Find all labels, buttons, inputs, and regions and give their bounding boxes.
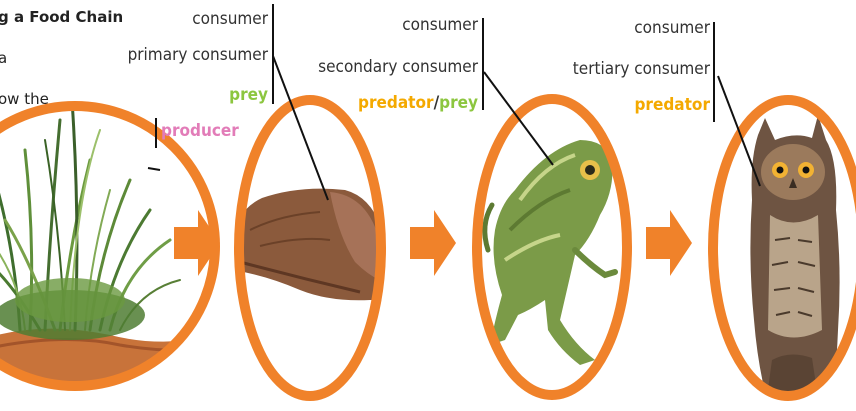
- slug-pointer: [273, 56, 328, 200]
- frog-role: predator/prey: [358, 93, 478, 113]
- arrow-2: [410, 210, 456, 276]
- producer-bar: [155, 118, 157, 148]
- arrow-3: [646, 210, 692, 276]
- slug-role: prey: [229, 85, 268, 105]
- owl-bar: [713, 22, 715, 122]
- producer-role: producer: [161, 121, 239, 141]
- owl-role: predator: [634, 95, 710, 115]
- slug-label-1: consumer: [192, 9, 268, 29]
- owl-label-2: tertiary consumer: [573, 59, 710, 79]
- owl-icon: [750, 115, 839, 411]
- frog-bar: [482, 18, 484, 110]
- frog-icon: [485, 140, 615, 365]
- owl-label-1: consumer: [634, 18, 710, 38]
- slug-icon: [228, 189, 415, 301]
- slug-label-2: primary consumer: [128, 45, 268, 65]
- frog-label-2: secondary consumer: [318, 57, 478, 77]
- slug-bar: [272, 4, 274, 104]
- frog-label-1: consumer: [402, 15, 478, 35]
